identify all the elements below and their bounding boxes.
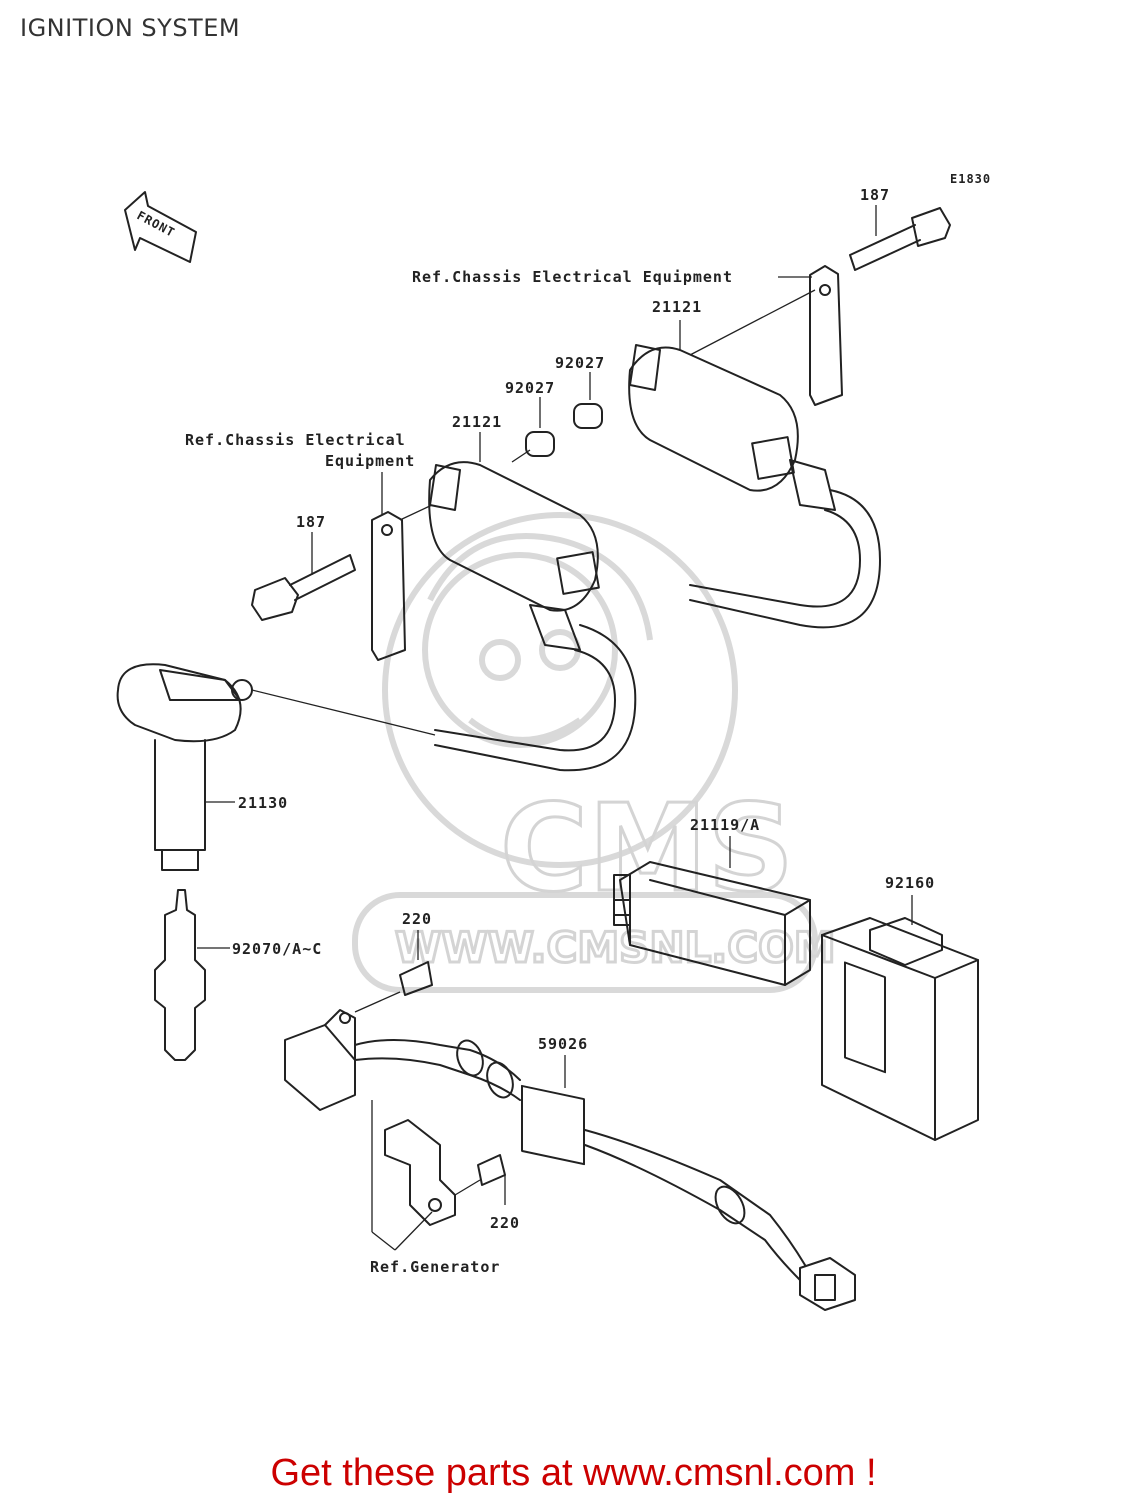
ignition-coil-top: 21121 (628, 289, 881, 629)
generator-bracket (384, 1119, 456, 1226)
igniter-unit: 21119/A (613, 816, 811, 986)
callout-ref-chassis-left-1: Ref.Chassis Electrical (185, 431, 406, 449)
callout-case: 92160 (885, 874, 935, 892)
bolt-left: 187 (251, 513, 356, 621)
page-title: IGNITION SYSTEM (20, 14, 241, 42)
front-marker-text: FRONT (135, 208, 178, 240)
callout-screw-top: 220 (402, 910, 432, 928)
parts-diagram: CMS WWW.CMSNL.COM FRONT E1830 187 Ref.Ch… (116, 172, 991, 1311)
screw-bottom: 220 (454, 1154, 520, 1232)
callout-bolt-top: 187 (860, 186, 890, 204)
diagram-code: E1830 (950, 172, 991, 186)
callout-connector: 59026 (538, 1035, 588, 1053)
spark-plug: 92070/A~C (154, 889, 322, 1061)
collar-top: 92027 (555, 354, 605, 429)
watermark-logo: CMS WWW.CMSNL.COM (352, 512, 837, 993)
callout-ref-chassis-top: Ref.Chassis Electrical Equipment (412, 268, 733, 286)
callout-coil-top: 21121 (652, 298, 702, 316)
watermark-url-text: WWW.CMSNL.COM (395, 923, 836, 972)
ground-strip-left (371, 511, 406, 661)
callout-ref-generator: Ref.Generator (370, 1258, 500, 1276)
callout-spark-plug: 92070/A~C (232, 940, 322, 958)
collar-left: 92027 (505, 379, 555, 457)
screw-top: 220 (354, 910, 433, 1013)
callout-screw-bottom: 220 (490, 1214, 520, 1232)
callout-collar-left: 92027 (505, 379, 555, 397)
callout-bolt-left: 187 (296, 513, 326, 531)
callout-coil-left: 21121 (452, 413, 502, 431)
front-marker: FRONT (124, 191, 197, 263)
callout-plug-cap: 21130 (238, 794, 288, 812)
callout-collar-top: 92027 (555, 354, 605, 372)
footer-link[interactable]: Get these parts at www.cmsnl.com ! (270, 1452, 877, 1494)
bolt-top: 187 (849, 186, 951, 271)
ground-strip-top (809, 265, 843, 406)
plug-cap: 21130 (116, 663, 436, 871)
callout-igniter: 21119/A (690, 816, 760, 834)
igniter-case: 92160 (821, 874, 979, 1141)
callout-ref-chassis-left-2: Equipment (325, 452, 415, 470)
ignition-coil-left: 21121 (428, 413, 637, 772)
pickup-coil-harness (284, 1009, 856, 1311)
ref-generator-leader: Ref.Generator (370, 1100, 500, 1276)
watermark-logo-text: CMS (500, 780, 794, 919)
